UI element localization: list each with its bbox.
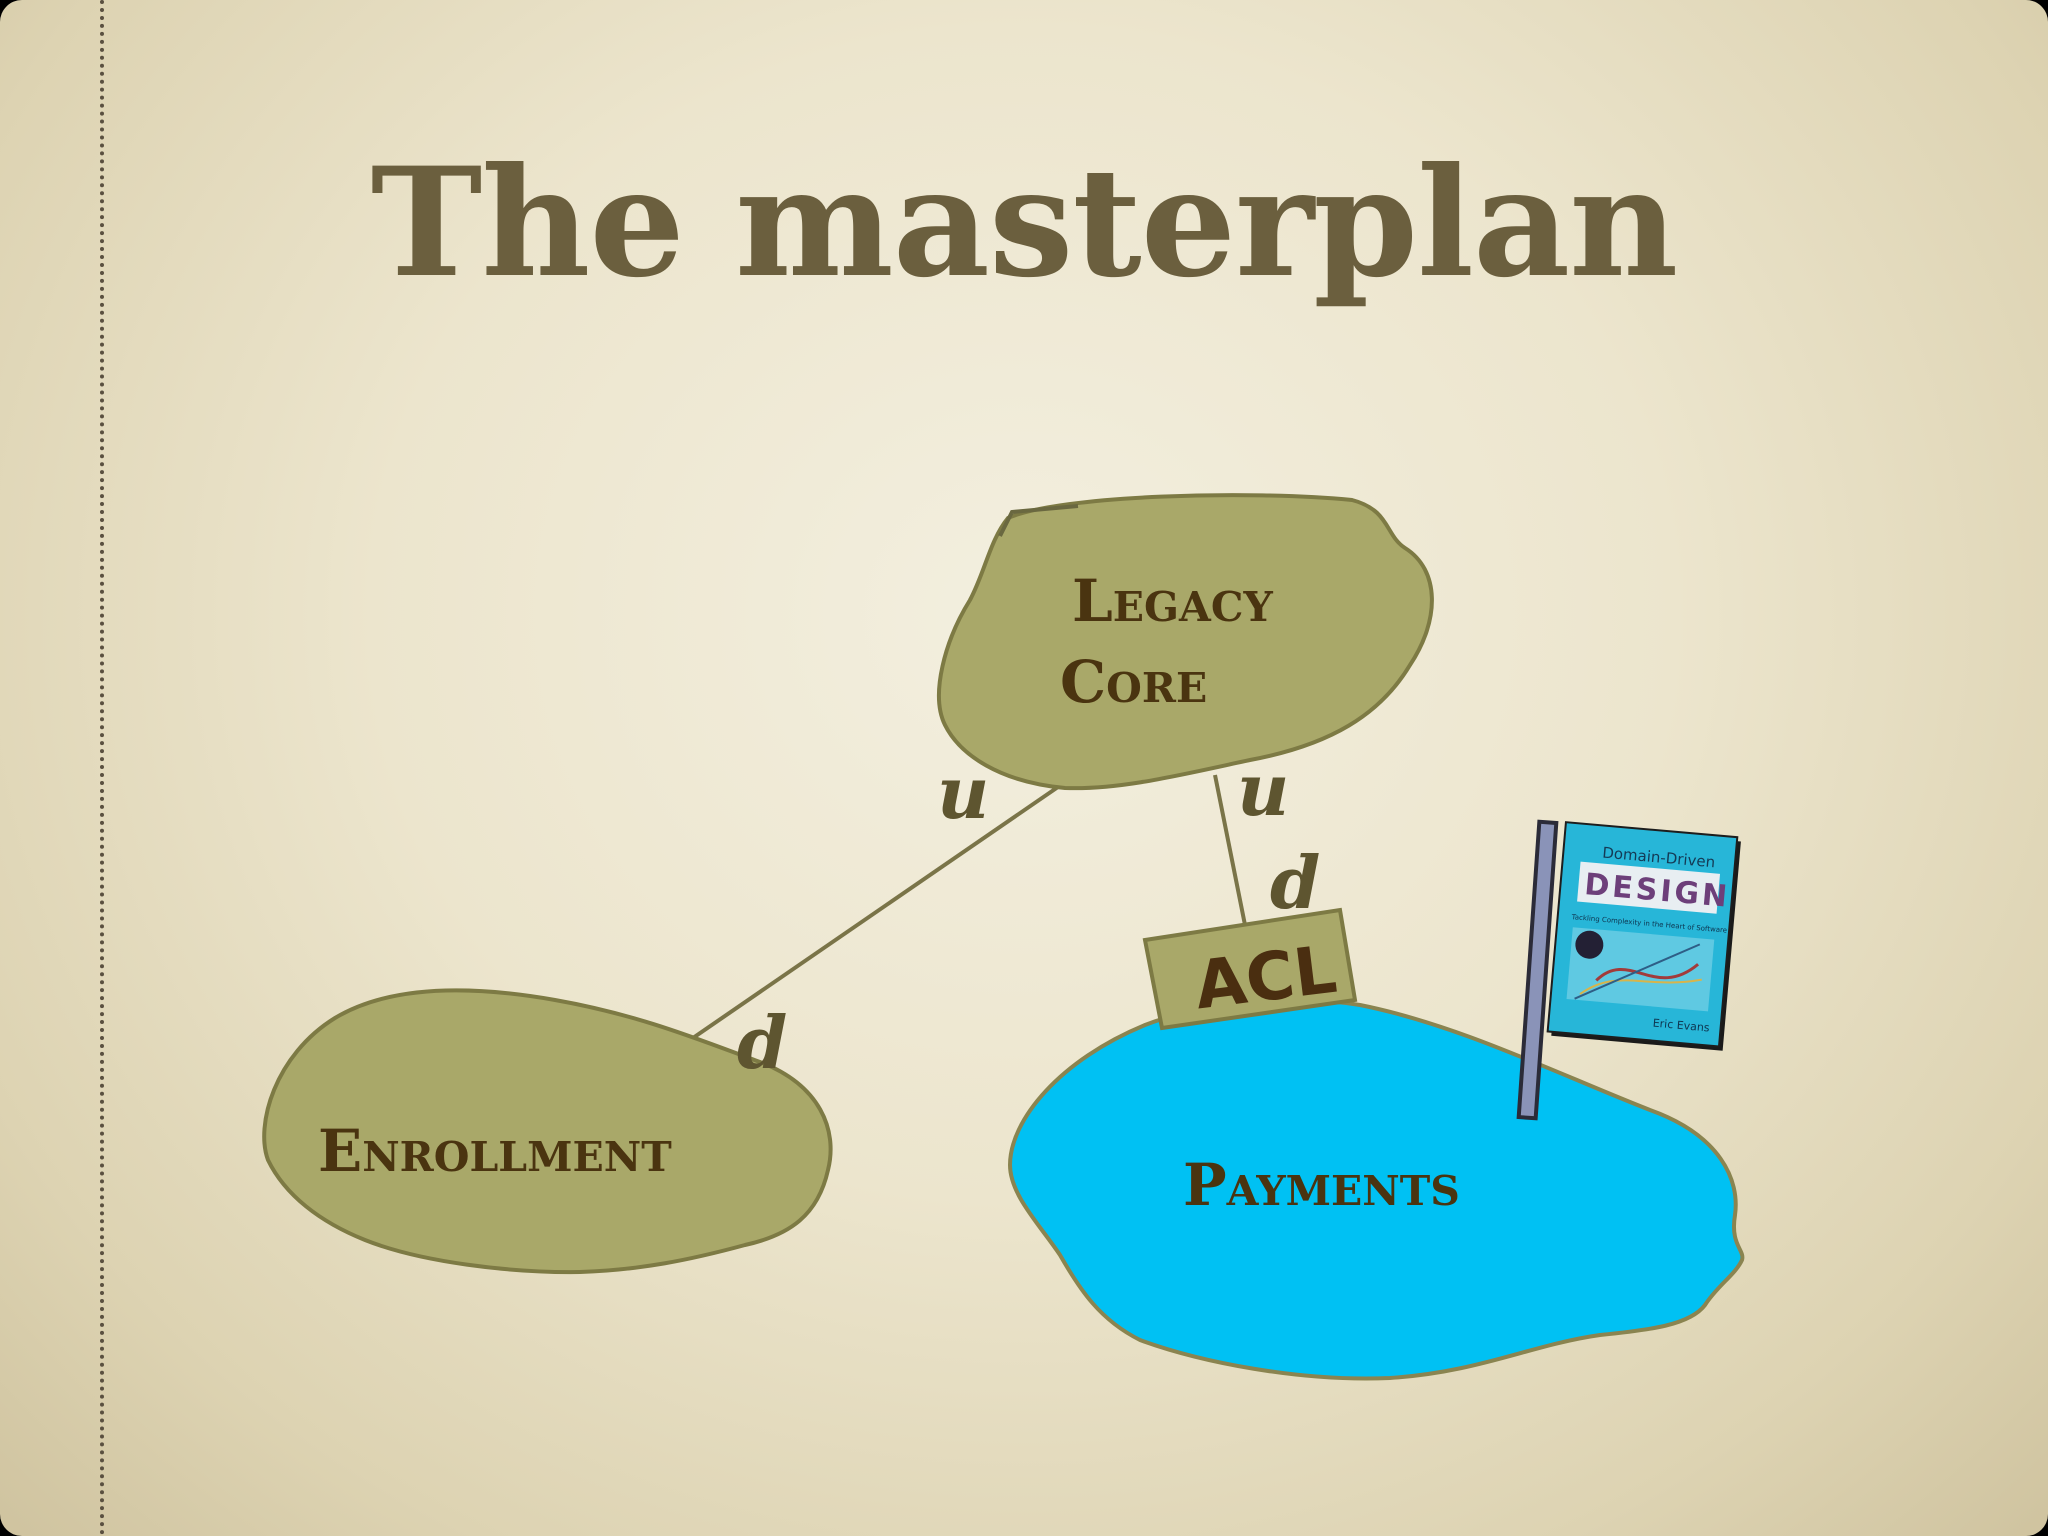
ddd-book-flag: Domain-Driven DESIGN Tackling Complexity… — [1516, 819, 1741, 1121]
enrollment-label: Enrollment — [318, 1117, 672, 1185]
payments-label: Payments — [1183, 1151, 1460, 1219]
flag-pole — [1516, 819, 1559, 1121]
legacy-core-label-line2: Core — [1060, 648, 1207, 716]
downstream-label-payments: d — [1270, 840, 1320, 925]
connector-core-enrollment — [688, 785, 1060, 1042]
downstream-label-enrollment: d — [737, 1000, 787, 1085]
payments-context: Payments — [1007, 998, 1745, 1381]
upstream-label-enrollment: u — [937, 750, 989, 835]
slide-title: The masterplan — [370, 135, 1679, 311]
anti-corruption-layer: ACL — [1142, 907, 1358, 1031]
legacy-core-label-line1: Legacy — [1072, 567, 1273, 635]
acl-label: ACL — [1191, 931, 1341, 1025]
enrollment-context: Enrollment — [262, 988, 833, 1275]
upstream-label-payments: u — [1237, 747, 1289, 832]
book-cover-icon: Domain-Driven DESIGN Tackling Complexity… — [1546, 821, 1741, 1051]
slide-edge-dotted-line — [100, 0, 104, 1536]
book-author: Eric Evans — [1652, 1017, 1710, 1035]
legacy-core-context: Legacy Core — [937, 493, 1434, 791]
